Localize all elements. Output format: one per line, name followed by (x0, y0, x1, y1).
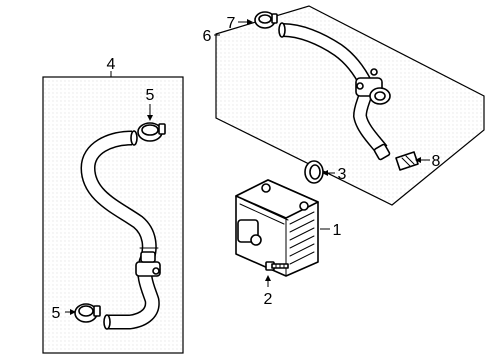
callout-6: 6 (203, 28, 212, 45)
hose-clamp-5-lower (74, 303, 101, 323)
hose-assembly-frame (42, 76, 184, 354)
tube-assembly-frame (215, 5, 485, 206)
callout-7: 7 (227, 15, 236, 32)
callout-8: 8 (432, 153, 441, 170)
callout-2: 2 (264, 291, 273, 308)
leader-lines (65, 19, 430, 315)
retaining-clip-8 (395, 151, 419, 171)
bolt-2 (265, 261, 289, 271)
callout-4: 4 (107, 56, 116, 73)
callout-3: 3 (338, 166, 347, 183)
callout-5-upper: 5 (146, 87, 155, 104)
hose-clamp-5-upper (137, 122, 166, 142)
hose-clamp-7 (254, 11, 278, 29)
gasket-3 (304, 160, 324, 184)
coolant-tube-6 (278, 22, 391, 161)
coolant-hose-4 (80, 130, 161, 330)
oil-cooler-1 (235, 179, 319, 277)
callout-1: 1 (333, 222, 342, 239)
callout-5-lower: 5 (52, 305, 61, 322)
